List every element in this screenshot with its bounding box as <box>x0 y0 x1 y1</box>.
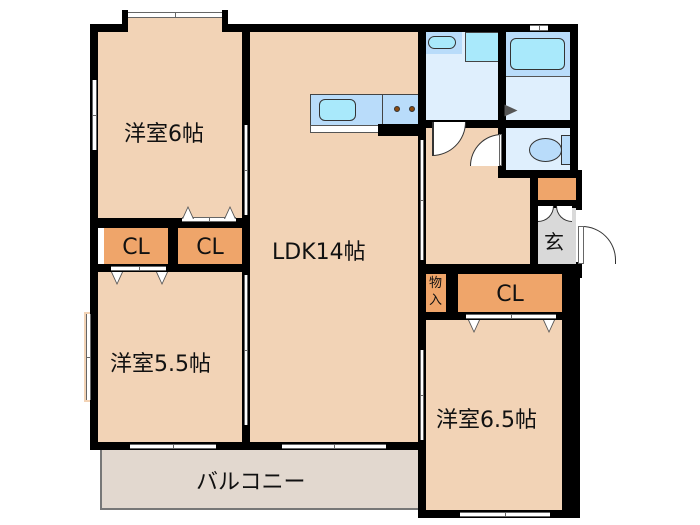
door-marker-icon <box>225 208 235 219</box>
wall <box>446 272 458 316</box>
closet-door[interactable] <box>182 217 236 222</box>
wall <box>498 170 578 178</box>
western-room-5-5-floor[interactable] <box>98 270 246 442</box>
closet-door[interactable] <box>466 314 556 319</box>
toilet-door-leaf <box>499 134 502 166</box>
door-marker-icon <box>157 272 167 283</box>
door-marker-icon <box>504 104 518 117</box>
western-room-6-floor[interactable] <box>98 30 246 220</box>
closet-3[interactable]: CL <box>458 274 562 314</box>
wall <box>90 24 98 450</box>
wall <box>418 120 578 128</box>
door-marker-icon <box>469 320 479 331</box>
kitchen-sink-icon <box>319 99 356 121</box>
western-room-5-5-label: 洋室5.5帖 <box>110 352 211 377</box>
wall <box>222 10 228 30</box>
wall <box>562 270 580 518</box>
window[interactable] <box>530 25 548 31</box>
door-marker-icon <box>112 272 122 283</box>
wall <box>122 10 128 30</box>
window[interactable] <box>244 275 248 425</box>
window[interactable] <box>92 80 97 150</box>
bay-window-top <box>128 14 224 34</box>
wall <box>530 170 538 266</box>
wall <box>242 24 250 448</box>
balcony-label: バルコニー <box>196 470 306 495</box>
wall <box>498 24 506 176</box>
window[interactable] <box>420 140 424 260</box>
storage-label: 物入 <box>429 276 443 308</box>
shoe-cabinet[interactable] <box>538 176 576 200</box>
counter-divider <box>382 94 383 126</box>
wall <box>90 442 426 450</box>
western-room-6-label: 洋室6帖 <box>124 122 204 147</box>
washing-machine-icon <box>465 32 500 62</box>
toilet-bowl-icon <box>529 138 562 162</box>
kitchen-counter-edge <box>310 125 382 133</box>
front-door-leaf <box>578 226 584 264</box>
wall <box>530 200 578 208</box>
wall <box>222 24 576 32</box>
closet-2[interactable]: CL <box>178 228 242 266</box>
door-marker-icon <box>544 320 554 331</box>
sliding-door-to-balcony[interactable] <box>130 444 216 449</box>
wall <box>418 264 580 274</box>
window[interactable] <box>86 314 91 400</box>
wall <box>576 170 582 210</box>
wall <box>378 124 426 136</box>
wall <box>418 442 426 518</box>
window[interactable] <box>420 350 424 440</box>
storage-closet[interactable]: 物入 <box>426 274 446 314</box>
western-room-6-5-label: 洋室6.5帖 <box>436 408 537 433</box>
closet-1-label: CL <box>122 234 150 260</box>
wall <box>570 24 578 178</box>
ldk-label: LDK14帖 <box>272 240 366 265</box>
balcony-floor <box>100 450 420 510</box>
wall <box>168 222 178 268</box>
closet-2-label: CL <box>196 234 224 260</box>
closet-door[interactable] <box>111 266 166 271</box>
sliding-door-to-balcony[interactable] <box>282 444 386 449</box>
washroom-door-leaf <box>432 122 434 156</box>
window[interactable] <box>460 512 550 517</box>
western-room-6-5-floor[interactable] <box>426 318 566 510</box>
door-marker-icon <box>183 208 193 219</box>
window[interactable] <box>244 125 248 215</box>
wall <box>90 264 250 272</box>
stove-burner-icon <box>394 106 400 112</box>
entrance-label: 玄 <box>544 230 564 254</box>
front-door[interactable] <box>582 226 616 264</box>
stove-burner-icon <box>409 106 415 112</box>
closet-3-label: CL <box>496 281 524 307</box>
bathtub-icon <box>510 38 565 70</box>
window[interactable] <box>128 12 222 18</box>
closet-1[interactable]: CL <box>104 228 168 266</box>
washbasin-icon <box>428 36 456 49</box>
wall <box>90 24 128 32</box>
